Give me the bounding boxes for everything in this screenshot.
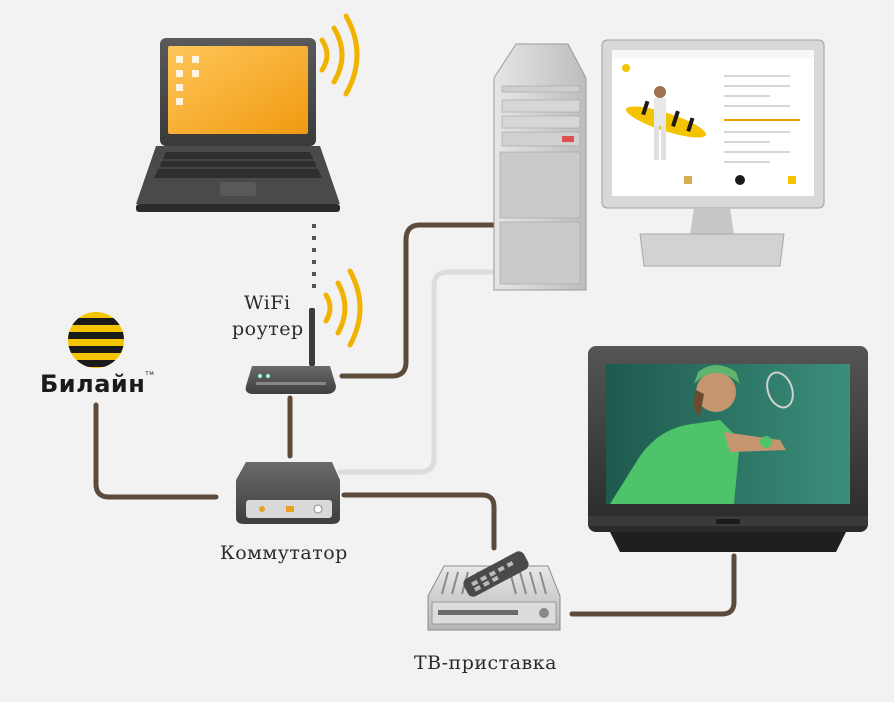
tv-box-label: ТВ-приставка xyxy=(414,652,557,674)
wifi-waves-icon xyxy=(326,271,360,345)
wifi-waves-icon xyxy=(322,16,357,94)
wifi-link-dots xyxy=(312,224,316,288)
pc-tower-icon xyxy=(494,44,586,290)
brand-trademark: тм xyxy=(145,370,154,377)
cable-router-to-pc xyxy=(342,225,494,376)
router-label-line2: роутер xyxy=(232,318,304,340)
monitor-icon xyxy=(602,40,824,266)
cable-beeline-to-switch xyxy=(96,405,216,497)
brand-name-text: Билайн xyxy=(40,370,145,398)
brand-name: Билайнтм xyxy=(40,370,154,398)
router-label-line1: WiFi xyxy=(244,292,291,314)
switch-label: Коммутатор xyxy=(220,542,348,564)
cable-tvbox-to-tv xyxy=(572,556,734,614)
tv-icon xyxy=(588,346,868,552)
cable-switch-to-tvbox xyxy=(344,495,494,548)
beeline-logo-icon xyxy=(60,312,132,368)
cable-switch-to-pc xyxy=(340,272,494,472)
switch-icon xyxy=(236,462,340,524)
laptop-icon xyxy=(136,38,340,212)
